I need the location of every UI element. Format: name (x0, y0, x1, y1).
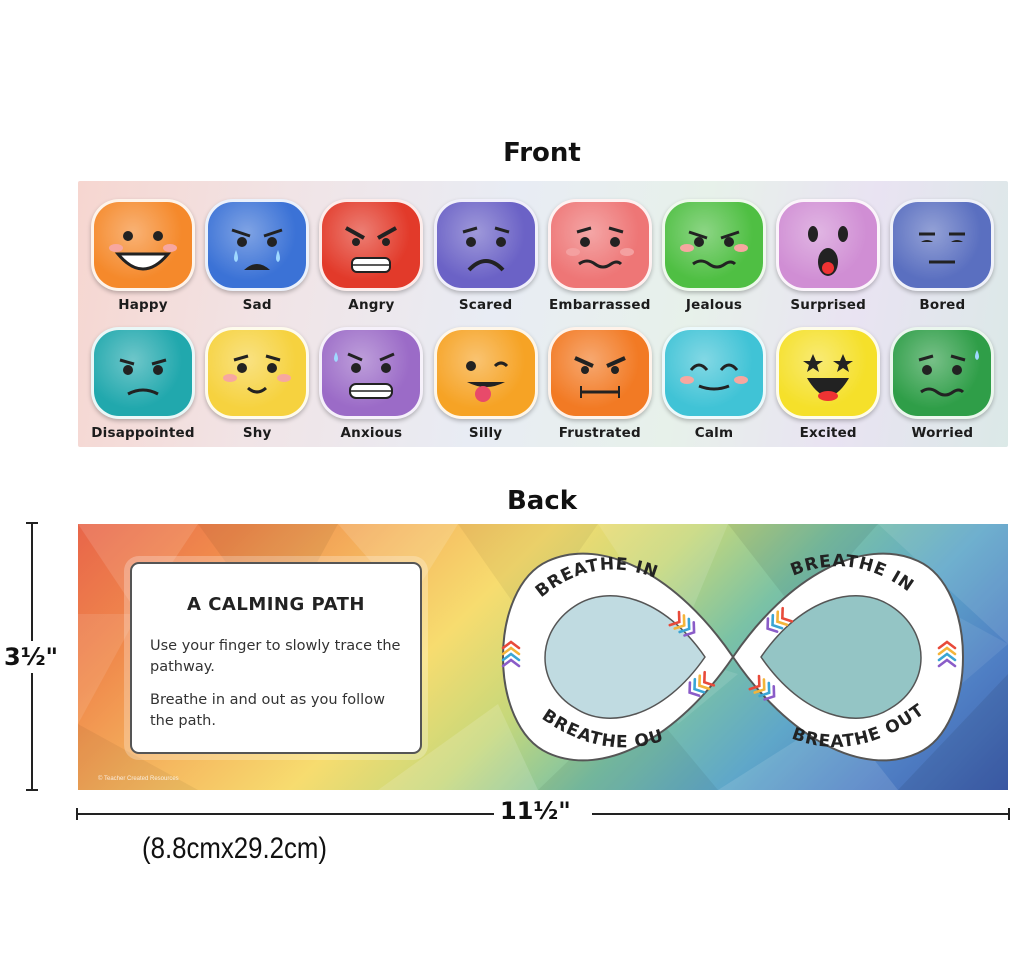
emotion-tile[interactable]: Anxious (306, 327, 424, 447)
emotion-label: Worried (911, 425, 974, 441)
emotion-label: Scared (458, 297, 513, 313)
infinity-path: BREATHE IN BREATHE IN BREATHE OUT BREATH… (483, 526, 964, 762)
info-instruction-2: Breathe in and out as you follow the pat… (150, 692, 385, 729)
width-dimension-line-left (76, 813, 494, 815)
emotion-label: Excited (799, 425, 857, 441)
front-title: Front (503, 138, 581, 168)
emotion-label: Bored (919, 297, 966, 313)
frustrated-face-icon (547, 327, 652, 419)
height-label: 3½" (4, 641, 59, 673)
emotion-label: Embarrassed (549, 297, 651, 313)
embarrassed-face-icon (547, 199, 652, 291)
emotion-tile[interactable]: Shy (192, 327, 310, 447)
surprised-face-icon (776, 199, 881, 291)
emotion-label: Frustrated (558, 425, 641, 441)
emotion-label: Angry (348, 297, 395, 313)
front-card: Happy Sad Angry Scared Embarrassed Jealous Sur… (78, 181, 1008, 447)
metric-size-label: (8.8cmx29.2cm) (142, 832, 327, 865)
infinity-right-loop (760, 595, 922, 719)
emotion-label: Sad (242, 297, 272, 313)
back-title: Back (506, 486, 578, 516)
emotion-label: Shy (242, 425, 272, 441)
sad-face-icon (205, 199, 310, 291)
emotion-tile[interactable]: Silly (421, 327, 538, 447)
info-title: A CALMING PATH (187, 594, 365, 615)
info-box: A CALMING PATH Use your finger to slowly… (130, 562, 422, 754)
jealous-face-icon (662, 199, 766, 291)
height-tick-top (26, 522, 38, 524)
scared-face-icon (433, 199, 538, 291)
emotion-label: Silly (468, 425, 503, 441)
emotion-tile[interactable]: Scared (421, 199, 538, 323)
angry-face-icon (319, 199, 424, 291)
chevron-arrow-icon (501, 606, 957, 701)
emotion-label: Disappointed (91, 425, 195, 441)
emotion-tile[interactable]: Happy (78, 199, 195, 323)
emotion-tile[interactable]: Excited (763, 327, 881, 447)
emotion-tile[interactable]: Surprised (763, 199, 881, 323)
width-tick-right (1008, 808, 1010, 820)
emotion-label: Calm (694, 425, 734, 441)
emotion-tile[interactable]: Calm (649, 327, 766, 447)
emotion-tile[interactable]: Bored (877, 199, 995, 323)
height-tick-bottom (26, 789, 38, 791)
calm-face-icon (662, 327, 766, 419)
emotion-label: Happy (118, 297, 168, 313)
infinity-left-loop (544, 595, 706, 719)
width-label: 11½" (500, 797, 571, 825)
info-instruction-1: Use your finger to slowly trace the path… (150, 638, 401, 675)
back-card: A CALMING PATH Use your finger to slowly… (78, 524, 1008, 790)
worried-face-icon (890, 327, 995, 419)
emotion-tile[interactable]: Worried (877, 327, 995, 447)
emotion-tile[interactable]: Sad (192, 199, 310, 323)
shy-face-icon (205, 327, 310, 419)
happy-face-icon (91, 199, 195, 291)
excited-face-icon (776, 327, 881, 419)
width-dimension-line-right (592, 813, 1010, 815)
width-tick-left (76, 808, 78, 820)
silly-face-icon (433, 327, 538, 419)
emotion-label: Surprised (790, 297, 866, 313)
anxious-face-icon (319, 327, 424, 419)
emotion-tile[interactable]: Jealous (649, 199, 766, 323)
emotion-label: Anxious (340, 425, 403, 441)
emotion-tile[interactable]: Embarrassed (535, 199, 652, 323)
bored-face-icon (890, 199, 995, 291)
emotion-tile[interactable]: Frustrated (535, 327, 652, 447)
emotion-tile[interactable]: Angry (306, 199, 424, 323)
copyright-text: © Teacher Created Resources (98, 776, 179, 782)
emotion-tile[interactable]: Disappointed (78, 327, 195, 447)
disappointed-face-icon (91, 327, 195, 419)
emotion-label: Jealous (685, 297, 743, 313)
